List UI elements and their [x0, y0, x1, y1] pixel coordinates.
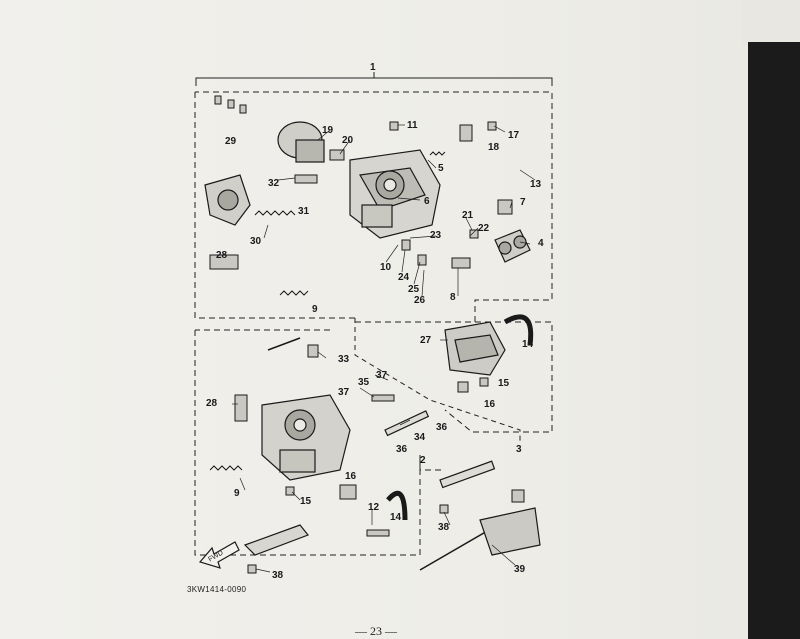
callout-27: 27: [420, 335, 432, 346]
page-number: — 23 —: [355, 624, 397, 638]
callout-9-lower: 9: [234, 488, 240, 499]
choke-cover-plate: [204, 174, 251, 226]
callout-38-right: 38: [438, 522, 450, 533]
small-hardware: [209, 95, 525, 574]
callout-8: 8: [450, 292, 456, 303]
callout-3: 3: [516, 444, 522, 455]
callout-14-lower: 14: [390, 512, 402, 523]
callout-11: 11: [407, 120, 418, 131]
callout-28-lower: 28: [206, 398, 218, 409]
callout-16-lower: 16: [345, 471, 357, 482]
callout-6: 6: [424, 196, 430, 207]
callout-37-upper: 37: [376, 370, 388, 381]
callout-20: 20: [342, 135, 354, 146]
callout-31: 31: [298, 206, 310, 217]
upper-carburetor-body: [349, 149, 441, 239]
fwd-arrow: [198, 541, 240, 569]
callout-15-lower: 15: [300, 496, 312, 507]
callout-28-upper: 28: [216, 250, 228, 261]
callout-36-lower: 36: [396, 444, 408, 455]
callout-19: 19: [322, 125, 334, 136]
callout-37-lower: 37: [338, 387, 350, 398]
callout-32: 32: [268, 178, 280, 189]
callout-29: 29: [225, 136, 237, 147]
diaphragm-cover: [277, 121, 325, 163]
mounting-bracket: [243, 507, 541, 556]
callout-22: 22: [478, 223, 490, 234]
callout-24: 24: [398, 272, 410, 283]
callout-26: 26: [414, 295, 426, 306]
diagram-code: 3KW1414-0090: [187, 585, 247, 594]
callout-14-upper: 14: [522, 339, 534, 350]
scan-dark-edge: [748, 42, 800, 639]
callout-38-lower: 38: [272, 570, 284, 581]
float-bowl: [444, 321, 506, 376]
page-corner: [742, 0, 800, 46]
callout-36-upper: 36: [436, 422, 448, 433]
callout-30: 30: [250, 236, 262, 247]
callout-25: 25: [408, 284, 420, 295]
callout-21: 21: [462, 210, 474, 221]
callout-5: 5: [438, 163, 444, 174]
hoses: [386, 314, 534, 521]
assembly-1-bracket: [195, 77, 553, 86]
springs: [209, 151, 446, 471]
callout-17: 17: [508, 130, 520, 141]
callout-4: 4: [538, 238, 544, 249]
callout-15-upper: 15: [498, 378, 510, 389]
linkage-shafts: [267, 337, 521, 571]
lower-carburetor-body: [261, 394, 351, 481]
leader-lines: [232, 124, 536, 573]
part-4-bracket: [494, 229, 531, 263]
lower-dashed-boundary: [194, 330, 445, 556]
callout-1: 1: [370, 62, 376, 73]
callout-7: 7: [520, 197, 526, 208]
callout-12: 12: [368, 502, 380, 513]
callout-10: 10: [380, 262, 392, 273]
callout-35: 35: [358, 377, 370, 388]
callout-2: 2: [420, 455, 426, 466]
callout-13: 13: [530, 179, 542, 190]
callout-9-upper: 9: [312, 304, 318, 315]
callout-39: 39: [514, 564, 526, 575]
callout-33: 33: [338, 354, 350, 365]
callout-18: 18: [488, 142, 500, 153]
callout-23: 23: [430, 230, 442, 241]
callout-34: 34: [414, 432, 426, 443]
callout-16-upper: 16: [484, 399, 496, 410]
callouts: 1 11 17 18 19 20 29 32 31 5 13 6 7 30 21…: [206, 62, 544, 581]
